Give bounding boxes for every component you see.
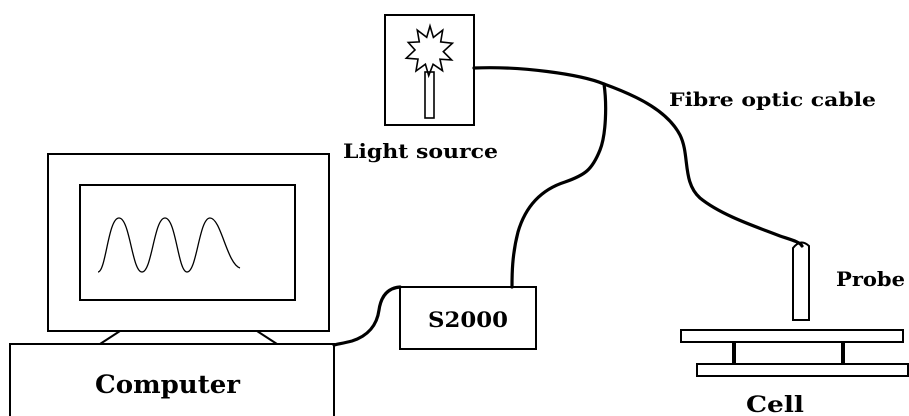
monitor-screen [79,184,296,301]
s2000-box [399,286,537,350]
cell: Cell [680,329,909,416]
probe: Probe [792,241,905,321]
sine-wave-icon [97,217,241,273]
monitor-stand [99,330,278,345]
fibre-optic-cable-label: Fibre optic cable [669,89,876,111]
s2000-spectrometer: S2000 [399,286,537,350]
s2000-label: S2000 [428,307,508,332]
cell-top-plate [680,329,904,343]
light-source: Light source [343,14,498,163]
probe-body [792,241,810,321]
cable-junction-to-spectrometer [510,82,608,289]
computer-base-case [9,343,335,416]
computer: Computer [9,153,335,416]
cell-bottom-plate [696,363,909,377]
star-lamp-icon [404,23,455,79]
cable-spectrometer-to-computer [332,285,402,347]
monitor-bezel [47,153,330,332]
cable-lightsource-to-probe [472,66,804,248]
light-source-box [384,14,475,126]
lamp-stem [424,71,435,119]
light-source-label: Light source [343,139,498,163]
fibre-optic-cable: Fibre optic cable [472,66,876,289]
cell-label: Cell [746,392,804,416]
computer-label: Computer [95,370,241,399]
probe-label: Probe [836,267,905,291]
